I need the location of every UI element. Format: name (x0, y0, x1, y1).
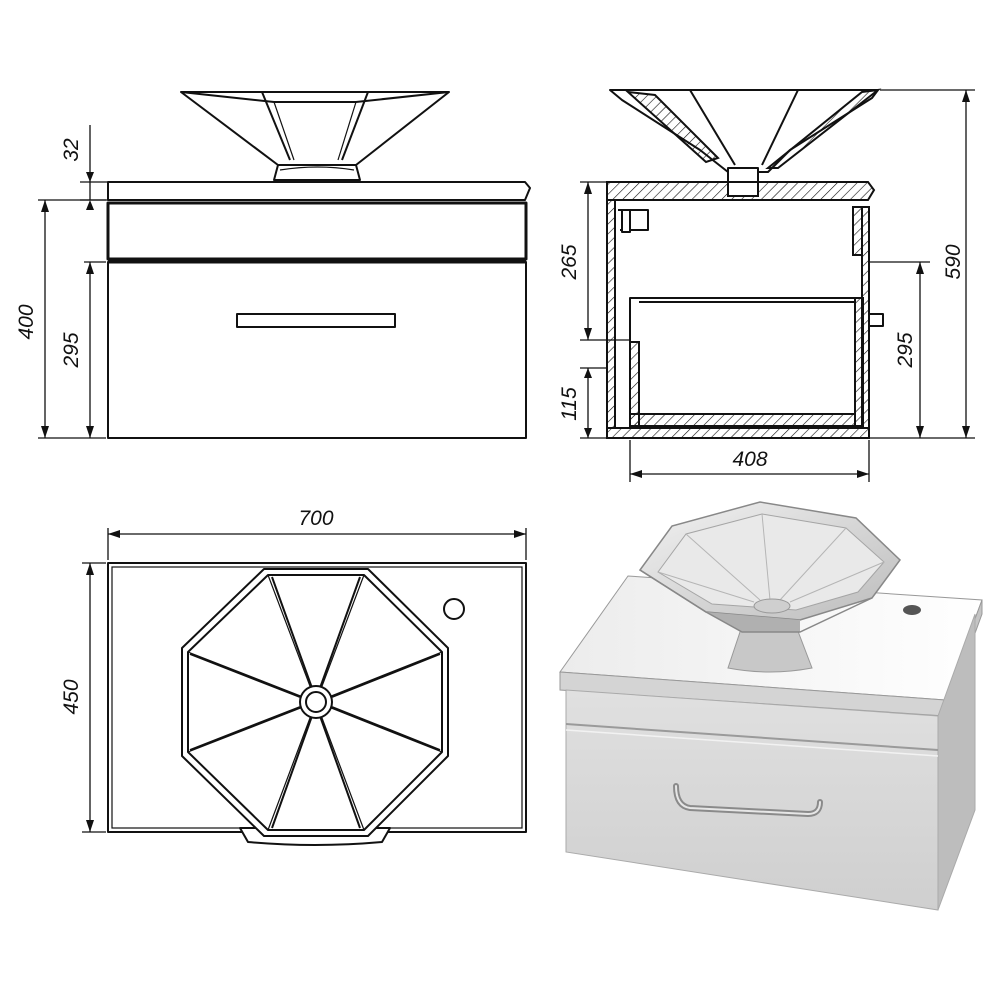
side-wall-bracket (618, 209, 649, 231)
dim-label-400: 400 (15, 304, 38, 339)
render-faucet-hole (903, 605, 921, 615)
dim-label-295-front: 295 (60, 332, 83, 368)
front-countertop (107, 181, 531, 201)
front-drawer (107, 261, 527, 439)
dim-label-295-side: 295 (894, 332, 917, 368)
top-basin-octagon (181, 568, 449, 837)
top-view: 700 450 (60, 507, 527, 846)
dim-label-408: 408 (732, 448, 767, 471)
dim-overall-height: 590 (880, 89, 975, 439)
dim-label-700: 700 (298, 507, 333, 530)
top-faucet-hole (443, 598, 465, 620)
front-cabinet-upper (106, 201, 528, 261)
dim-bottom-offset: 115 (558, 367, 606, 439)
dim-label-115: 115 (558, 387, 581, 421)
dim-upper-height: 265 (558, 181, 630, 341)
side-view: 265 115 295 590 (558, 88, 975, 482)
dim-top-thickness: 32 (60, 125, 108, 210)
render-view (559, 501, 983, 911)
dim-width: 700 (107, 507, 527, 560)
dim-drawer-height: 295 (60, 261, 106, 438)
side-bottom-panel (606, 427, 870, 439)
dim-label-32: 32 (60, 138, 83, 162)
dim-label-590: 590 (942, 244, 965, 279)
dim-top-depth: 450 (60, 562, 106, 833)
dim-label-450: 450 (60, 679, 83, 714)
dim-label-265: 265 (558, 244, 581, 280)
front-drawer-handle (236, 313, 396, 328)
dim-total-height: 400 (15, 199, 106, 439)
front-basin (180, 91, 450, 181)
side-back-wall (606, 199, 616, 429)
render-cabinet-front (565, 689, 939, 911)
side-basin (609, 88, 882, 183)
dim-depth: 408 (629, 440, 870, 482)
side-drawer-handle (868, 313, 884, 327)
top-drain (299, 685, 333, 719)
render-basin (638, 501, 901, 633)
side-drawer-box (629, 297, 864, 427)
dim-side-drawer-height: 295 (870, 261, 930, 439)
front-view: 32 400 295 (15, 91, 531, 439)
